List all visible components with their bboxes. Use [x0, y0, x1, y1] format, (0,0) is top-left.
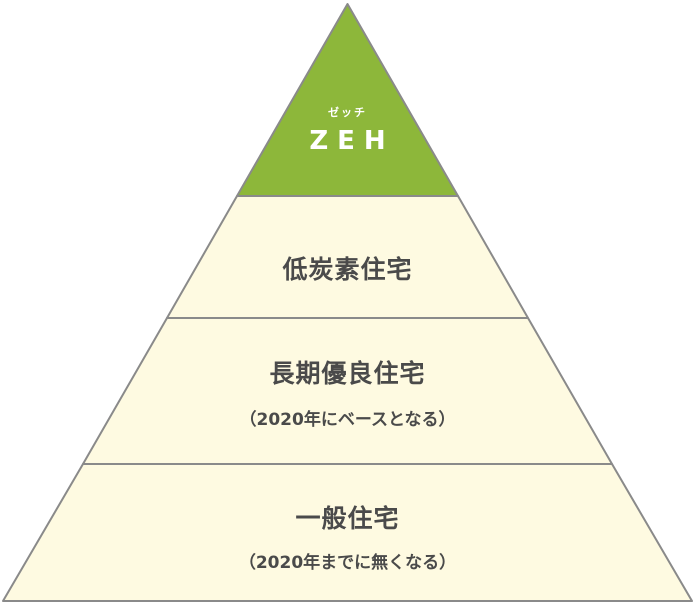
pyramid-tier-general-shape	[2, 463, 693, 602]
pyramid-apex-shape	[236, 3, 459, 197]
tier-general-subtitle: （2020年までに無くなる）	[238, 553, 457, 573]
tier-general-title: 一般住宅	[295, 504, 400, 533]
apex-ruby-text: ゼッチ	[328, 106, 367, 119]
tier-long-term-subtitle: （2020年にベースとなる）	[239, 410, 456, 430]
apex-title: ZEH	[309, 126, 395, 156]
pyramid-tier-long-term-shape	[82, 317, 613, 465]
tier-long-term-title: 長期優良住宅	[269, 359, 426, 388]
tier-low-carbon-title: 低炭素住宅	[282, 255, 413, 284]
